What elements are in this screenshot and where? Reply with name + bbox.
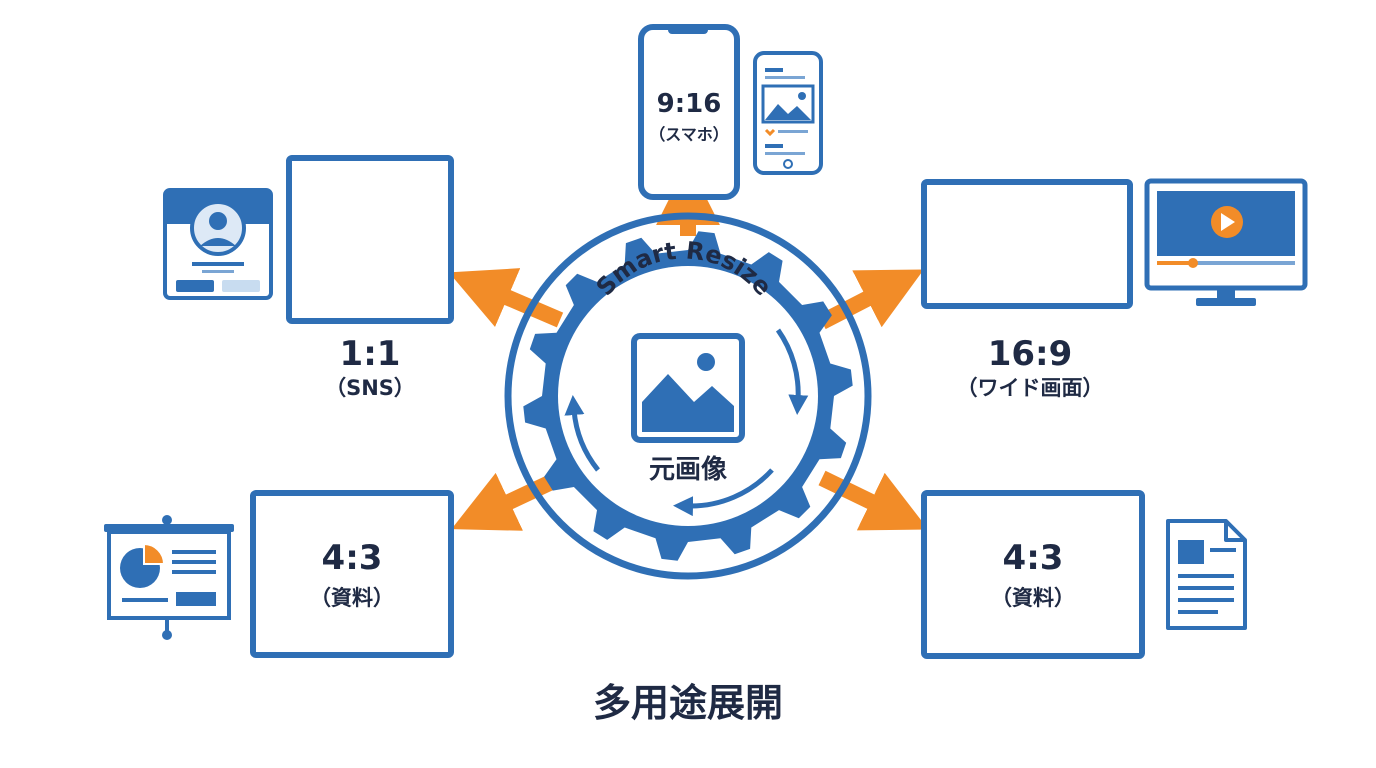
doc-left-usage: （資料）: [310, 586, 394, 610]
social-profile-icon: [163, 188, 273, 300]
wide-frame: [921, 179, 1133, 309]
video-monitor-icon: [1144, 178, 1308, 306]
smartphone-feed-icon: [753, 51, 823, 175]
doc-right-frame: [921, 490, 1145, 659]
doc-right-ratio: 4:3: [1002, 538, 1064, 578]
doc-right-usage: （資料）: [991, 586, 1075, 610]
arrow-to-wide: [818, 269, 924, 330]
document-icon: [1166, 519, 1247, 630]
wide-ratio: 16:9: [987, 334, 1073, 374]
arrow-to-square: [448, 268, 564, 328]
cycle-arrow-right: [775, 328, 809, 415]
cycle-arrow-left: [564, 395, 600, 472]
phone-usage: （スマホ）: [649, 125, 729, 144]
image-icon: [631, 333, 745, 443]
arrow-to-doc-right: [818, 470, 929, 531]
doc-left-ratio: 4:3: [321, 538, 383, 578]
presentation-board-icon: [104, 515, 234, 640]
cycle-arrow-bottom: [673, 468, 774, 517]
footer-caption: 多用途展開: [592, 681, 783, 725]
square-usage: （SNS）: [325, 376, 415, 400]
cycle-arrows: [564, 328, 809, 517]
outer-ring: [504, 212, 872, 580]
square-ratio: 1:1: [339, 334, 401, 374]
doc-left-frame: [250, 490, 454, 658]
phone-frame: [638, 24, 740, 200]
source-label: 元画像: [649, 455, 728, 485]
square-frame: [286, 155, 454, 324]
phone-ratio: 9:16: [657, 89, 722, 119]
wide-usage: （ワイド画面）: [956, 376, 1104, 400]
